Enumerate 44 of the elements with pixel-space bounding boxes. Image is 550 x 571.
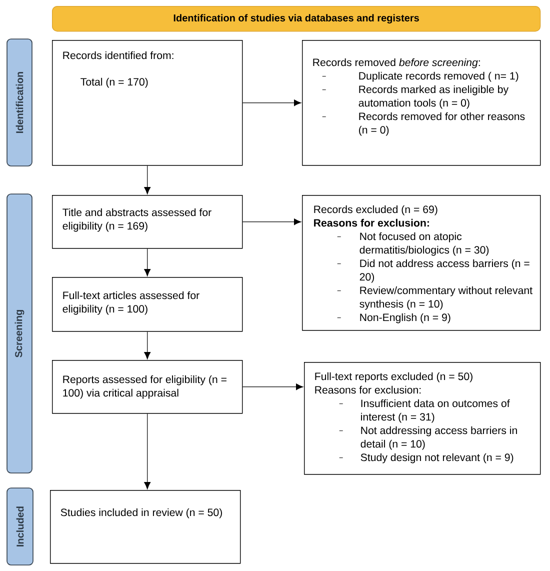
process-box xyxy=(52,40,243,166)
list-item: Duplicate records removed ( n= 1) xyxy=(359,72,518,82)
list-item: Records removed for other reasons (n = 0) xyxy=(359,112,525,136)
box-text: Total (n = 170) xyxy=(80,78,148,88)
band-label: Screening xyxy=(14,310,24,358)
process-box xyxy=(52,195,243,249)
list-item: Did not address access barriers (n = 20) xyxy=(360,259,530,283)
list-item: Review/commentary without relevant synthesis (n = 10) xyxy=(360,286,532,310)
box-text: Studies included in review (n = 50) xyxy=(60,508,222,518)
box-text: Full-text reports excluded (n = 50) xyxy=(315,372,472,382)
arrow xyxy=(242,384,304,390)
stage-band xyxy=(6,38,32,166)
box-heading: Reasons for exclusion: xyxy=(314,218,429,227)
list-item: Not addressing access barriers in detail (n = 10) xyxy=(360,426,517,450)
list-item: Study design not relevant (n = 9) xyxy=(360,453,514,464)
process-box xyxy=(302,195,541,331)
arrow xyxy=(144,248,151,276)
box-text: Records excluded (n = 69) xyxy=(314,205,438,216)
box-text: Records identified from: xyxy=(63,51,174,60)
stage-band xyxy=(6,194,32,474)
banner-title: Identification of studies via databases and registers xyxy=(174,14,419,24)
arrow xyxy=(144,331,151,360)
arrow xyxy=(144,413,151,490)
band-label: Identification xyxy=(16,72,24,133)
box-text: Records removed before screening: xyxy=(313,58,480,68)
process-box xyxy=(304,362,541,475)
list-item: Insufficient data on outcomes of interest (n = 31) xyxy=(361,399,510,423)
banner xyxy=(52,6,541,32)
process-box xyxy=(52,360,243,414)
box-text: Reports assessed for eligibility (n = 100) via critical appraisal xyxy=(63,375,226,399)
list-item: Not focused on atopic dermatitis/biologics (n = 30) xyxy=(360,232,489,256)
process-box xyxy=(52,277,243,332)
arrow xyxy=(144,165,151,194)
box-text: Full-text articles assessed for eligibility (n = 100) xyxy=(62,291,200,315)
stage-band xyxy=(6,488,34,566)
arrow xyxy=(242,218,302,226)
process-box xyxy=(302,40,541,166)
box-text: Title and abstracts assessed for eligibility (n = 169) xyxy=(62,208,212,232)
list-item: Records marked as ineligible by automation tools (n = 0) xyxy=(358,85,509,109)
process-box xyxy=(50,490,241,564)
box-text: Reasons for exclusion: xyxy=(315,386,421,394)
band-label: Included xyxy=(16,506,24,546)
arrow xyxy=(242,100,302,106)
list-item: Non-English (n = 9) xyxy=(360,313,450,324)
